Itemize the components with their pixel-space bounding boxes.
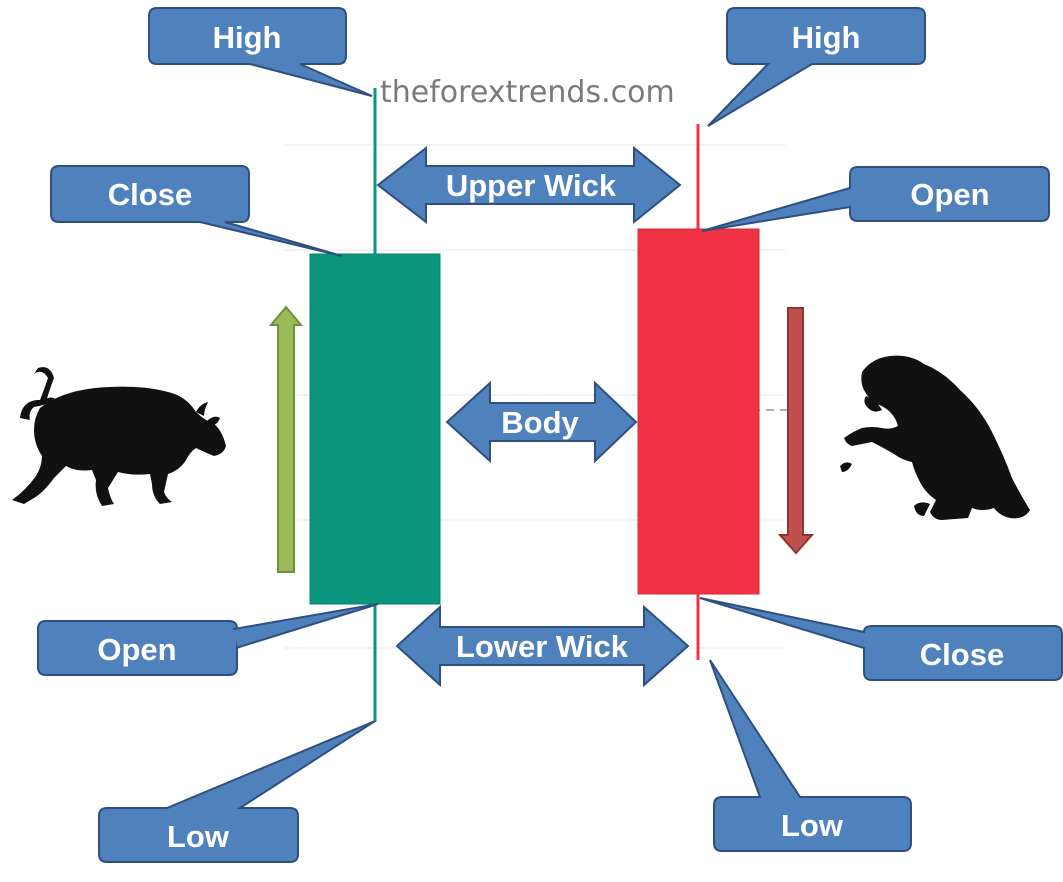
body-label: Body [501, 405, 579, 440]
upper-wick-arrow: Upper Wick [376, 145, 682, 225]
bearish-high-callout: High [707, 7, 926, 127]
bearish-low-label: Low [781, 808, 844, 843]
upper-wick-label: Upper Wick [446, 168, 617, 203]
bullish-close-callout: Close [50, 165, 343, 257]
bullish-high-callout: High [148, 7, 373, 97]
bull-icon [12, 367, 226, 506]
bearish-candle [637, 124, 760, 660]
bearish-open-label: Open [910, 177, 989, 212]
bullish-close-label: Close [108, 177, 192, 212]
bullish-body [309, 253, 441, 605]
bearish-close-label: Close [920, 637, 1004, 672]
bullish-open-label: Open [97, 632, 176, 667]
bear-icon [840, 355, 1030, 520]
body-arrow: Body [445, 380, 638, 464]
bullish-candle [309, 88, 441, 722]
watermark-text: theforextrends.com [380, 75, 675, 110]
lower-wick-arrow: Lower Wick [395, 604, 690, 688]
bearish-low-callout: Low [709, 659, 912, 852]
bearish-high-label: High [792, 20, 861, 55]
bearish-close-callout: Close [699, 597, 1063, 681]
bullish-low-label: Low [167, 819, 230, 854]
lower-wick-label: Lower Wick [456, 629, 629, 664]
bearish-body [637, 228, 760, 595]
bearish-open-callout: Open [701, 166, 1050, 232]
bullish-high-label: High [213, 20, 282, 55]
bullish-low-callout: Low [98, 720, 376, 863]
up-arrow-icon [268, 305, 304, 573]
bullish-open-callout: Open [37, 603, 379, 676]
down-arrow-icon [777, 307, 815, 555]
